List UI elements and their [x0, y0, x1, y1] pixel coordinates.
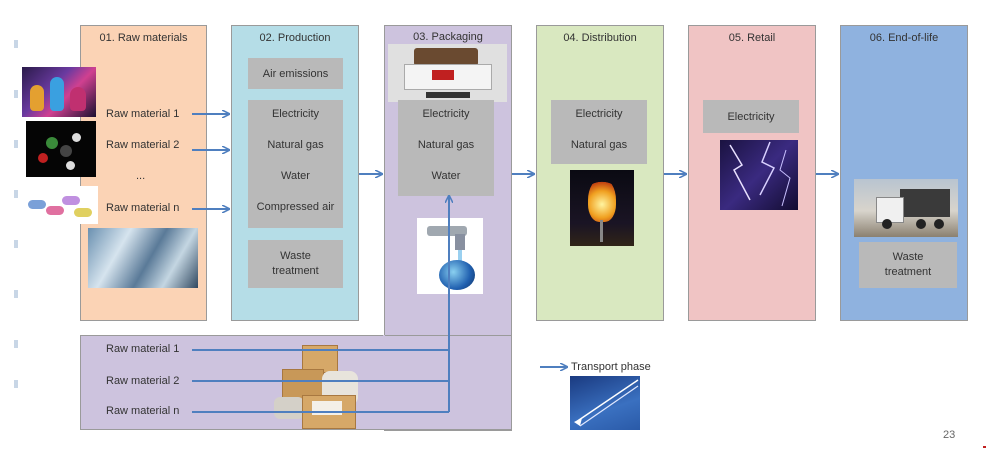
production-waste-box: Waste treatment — [248, 240, 343, 288]
stage-title-end-of-life: 06. End-of-life — [869, 32, 939, 44]
stage-title-production: 02. Production — [259, 32, 331, 44]
molecule-image — [26, 121, 96, 177]
chemical-flasks-image — [22, 67, 96, 117]
raw-material-ellipsis: ... — [136, 170, 146, 182]
distribution-electricity: Electricity — [575, 108, 623, 120]
stage-title-distribution: 04. Distribution — [563, 32, 637, 44]
transport-phase-label: Transport phase — [571, 361, 651, 373]
stage-title-raw: 01. Raw materials — [99, 32, 188, 44]
production-natural-gas: Natural gas — [267, 139, 324, 151]
lightning-image — [720, 140, 798, 210]
stage-title-packaging: 03. Packaging — [413, 31, 483, 43]
production-inputs-box: Electricity Natural gas Water Compressed… — [248, 100, 343, 228]
garbage-truck-image — [854, 179, 958, 237]
production-water: Water — [281, 170, 310, 182]
end-of-life-waste-box: Waste treatment — [859, 242, 957, 288]
production-electricity: Electricity — [271, 108, 320, 120]
packaging-raw-material-2: Raw material 2 — [106, 375, 180, 387]
contrails — [574, 379, 639, 427]
pills-image — [22, 186, 98, 224]
distribution-natural-gas: Natural gas — [570, 139, 628, 151]
stage-title-retail: 05. Retail — [728, 32, 776, 44]
air-emissions-box: Air emissions — [248, 58, 343, 89]
airplane-contrails-image — [570, 376, 640, 430]
sunglasses-case-image — [388, 44, 507, 102]
packaging-raw-material-n: Raw material n — [106, 405, 180, 417]
packaging-electricity: Electricity — [422, 108, 470, 120]
raw-material-1: Raw material 1 — [106, 108, 180, 120]
production-compressed-air: Compressed air — [256, 201, 335, 213]
left-margin-marks — [14, 40, 18, 390]
packaging-natural-gas: Natural gas — [417, 139, 475, 151]
packaging-join — [383, 335, 385, 337]
metal-shards-image — [88, 228, 198, 288]
packaging-water: Water — [431, 170, 461, 182]
packaging-inputs-box: Electricity Natural gas Water — [398, 100, 494, 196]
retail-inputs-box: Electricity — [703, 100, 799, 133]
raw-material-2: Raw material 2 — [106, 139, 180, 151]
page-mark — [983, 446, 986, 448]
gas-flare-image — [570, 170, 634, 246]
lightning-bolts — [729, 141, 791, 207]
page-number: 23 — [943, 429, 956, 441]
packaging-raw-material-1: Raw material 1 — [106, 343, 180, 355]
distribution-inputs-box: Electricity Natural gas — [551, 100, 647, 164]
raw-material-n: Raw material n — [106, 202, 180, 214]
